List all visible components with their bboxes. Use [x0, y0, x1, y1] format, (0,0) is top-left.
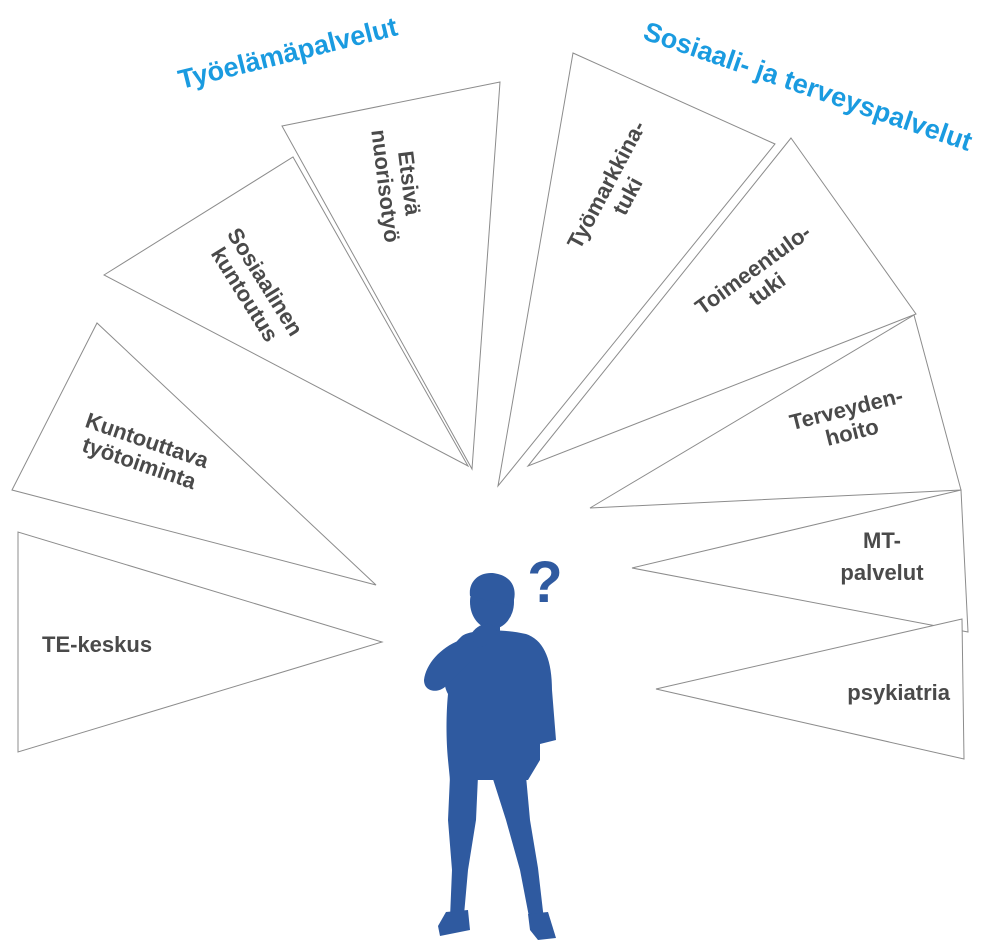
pennant-toimeentulo [526, 137, 917, 468]
pennant-te-keskus [17, 531, 384, 753]
question-mark-icon: ? [527, 550, 562, 615]
pennant-kuntouttava [11, 322, 377, 586]
pennant-sosiaalinen [102, 156, 470, 468]
service-psykiatria: psykiatria [847, 680, 950, 705]
service-mt-line1: MT- [863, 528, 901, 553]
pennant-etsiva [281, 81, 501, 471]
service-mt-line2: palvelut [840, 560, 924, 585]
pennant-psykiatria [655, 618, 965, 760]
service-mt: MT- palvelut [840, 528, 924, 585]
service-te-keskus: TE-keskus [42, 632, 152, 657]
person-silhouette-icon [424, 572, 556, 940]
pennant-terveyden [589, 314, 962, 509]
pennant-tyomarkkina [497, 52, 776, 488]
category-work-title: Työelämäpalvelut [175, 12, 400, 95]
pennant-mt [631, 489, 969, 633]
